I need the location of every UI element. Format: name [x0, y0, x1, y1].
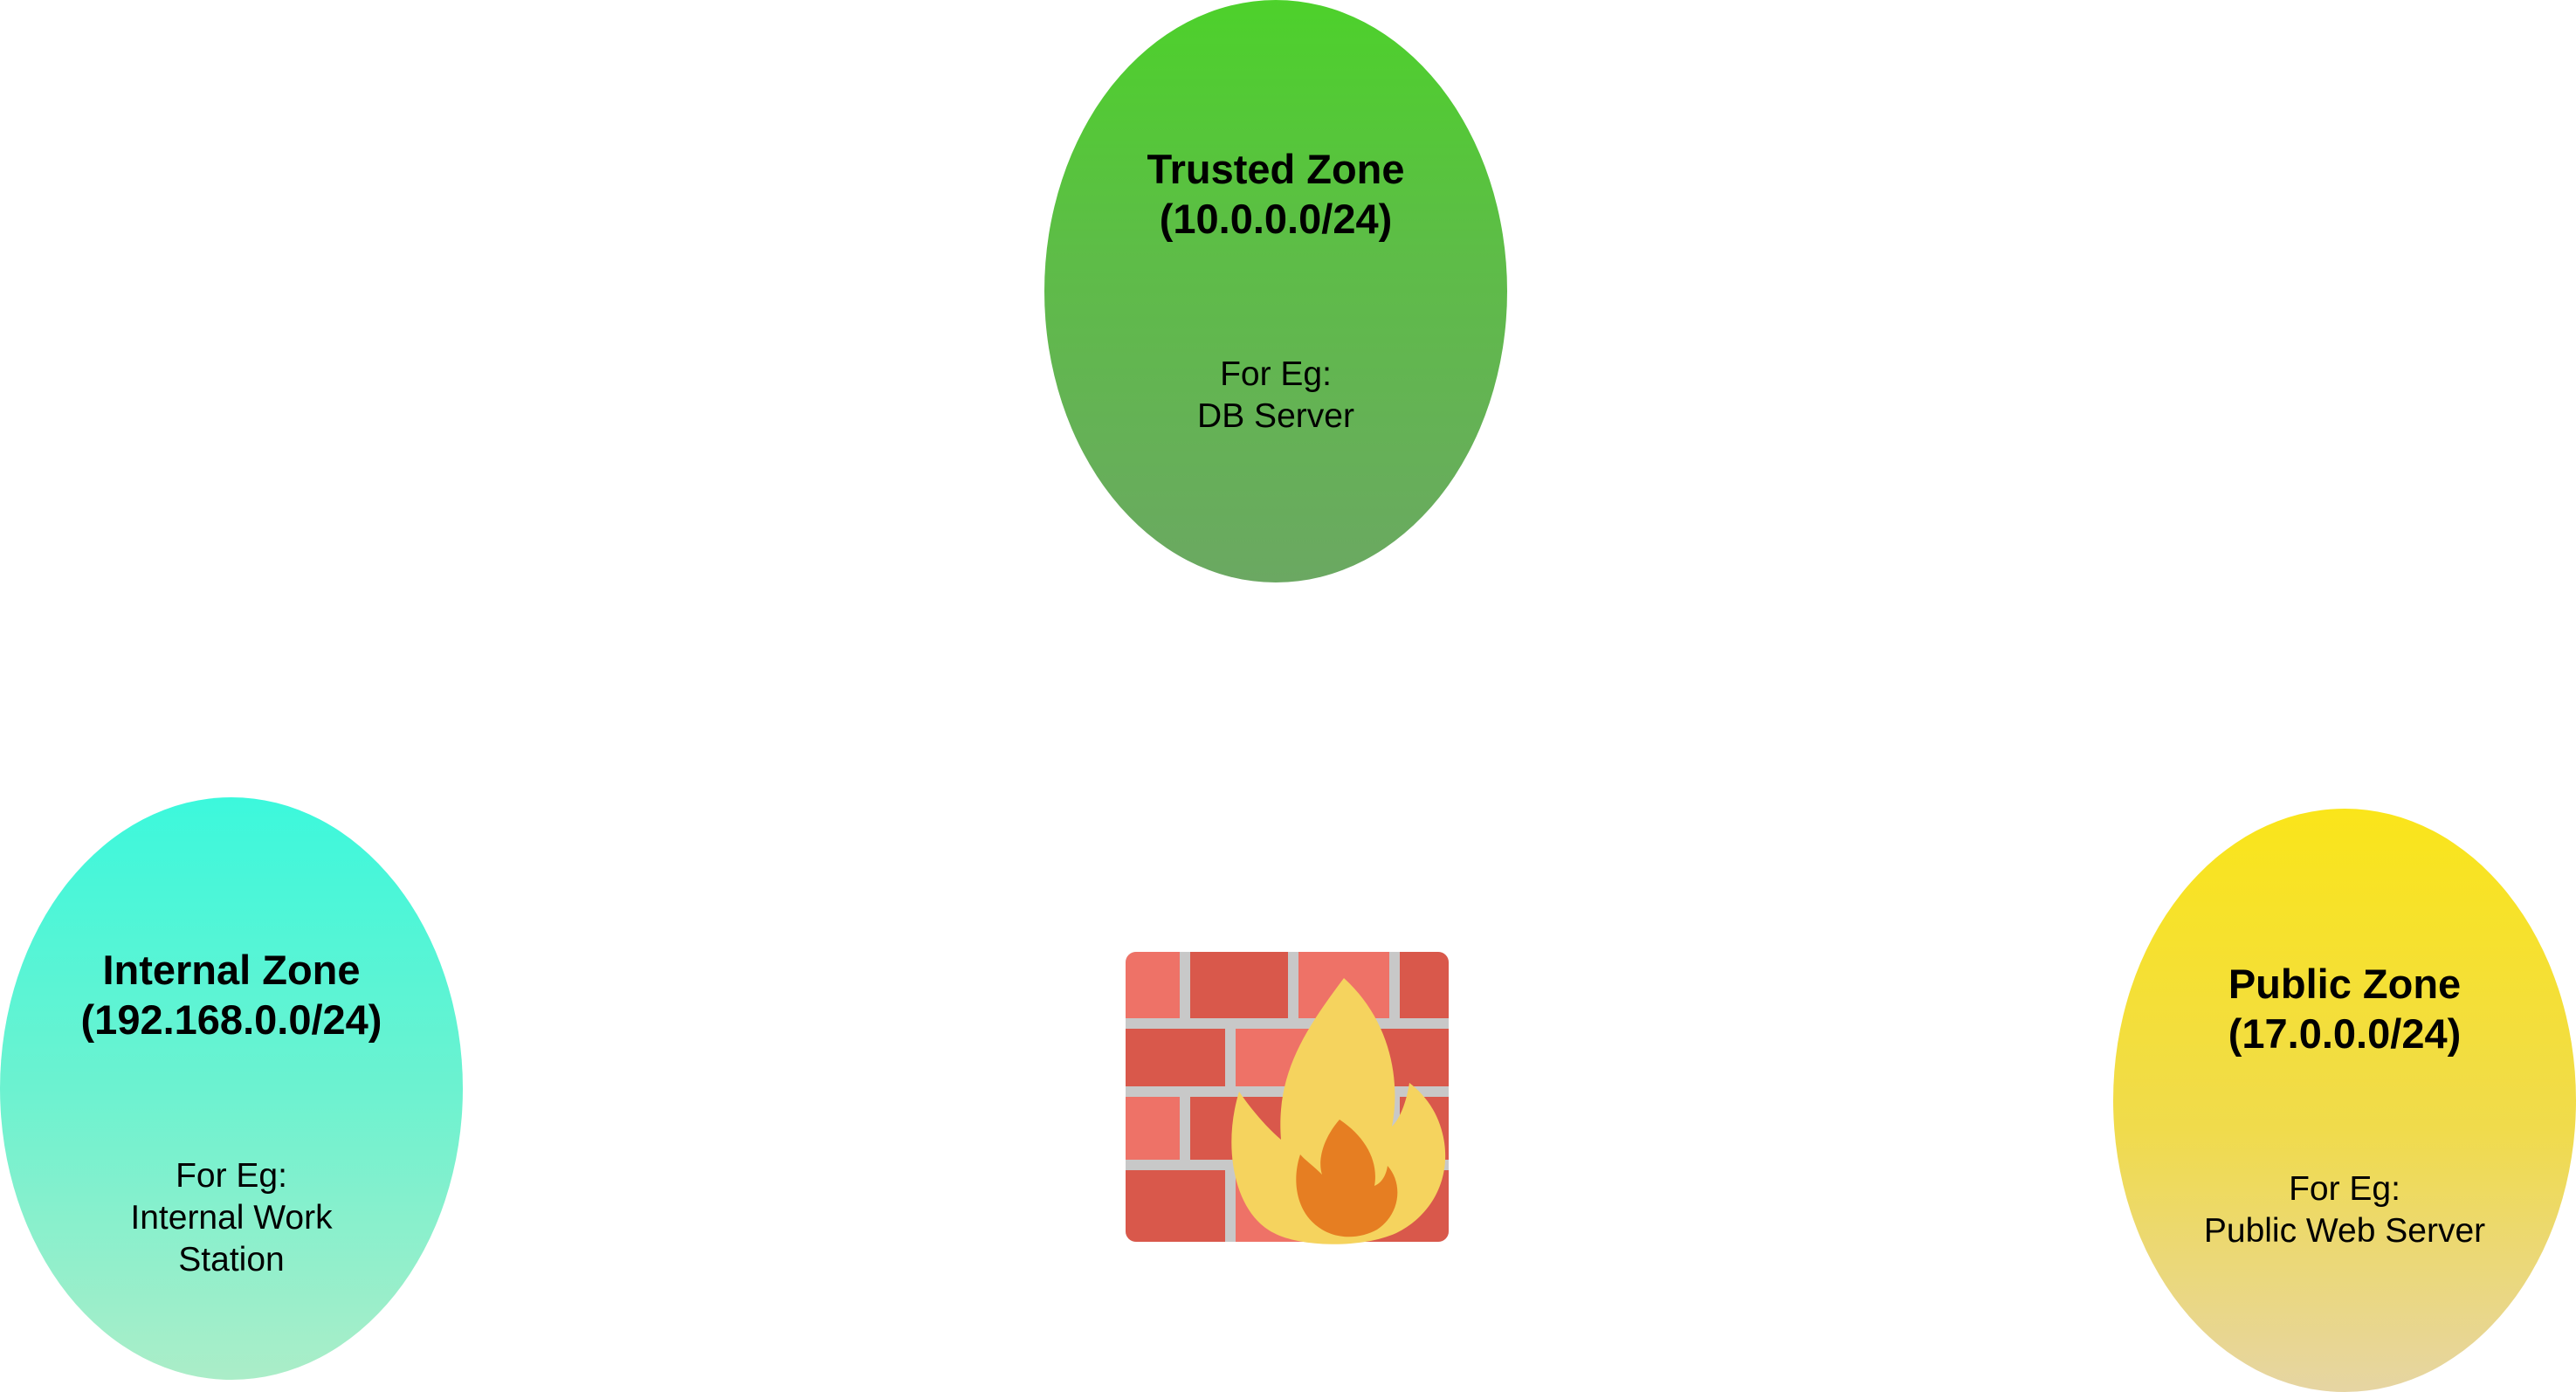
- public-zone-title: Public Zone (17.0.0.0/24): [2228, 961, 2462, 1057]
- internal-zone-title: Internal Zone (192.168.0.0/24): [80, 947, 382, 1043]
- trusted-zone-title: Trusted Zone (10.0.0.0/24): [1147, 146, 1405, 242]
- public-zone-example: For Eg: Public Web Server: [2203, 1170, 2486, 1250]
- trusted-zone-example: For Eg: DB Server: [1197, 355, 1354, 435]
- firewall-icon: [1126, 952, 1449, 1244]
- internal-zone: Internal Zone (192.168.0.0/24) For Eg: I…: [0, 797, 463, 1380]
- trusted-zone: Trusted Zone (10.0.0.0/24) For Eg: DB Se…: [1044, 0, 1507, 582]
- internal-zone-example: For Eg: Internal Work Station: [130, 1157, 333, 1278]
- flame: [1231, 978, 1446, 1244]
- public-zone: Public Zone (17.0.0.0/24) For Eg: Public…: [2113, 809, 2576, 1392]
